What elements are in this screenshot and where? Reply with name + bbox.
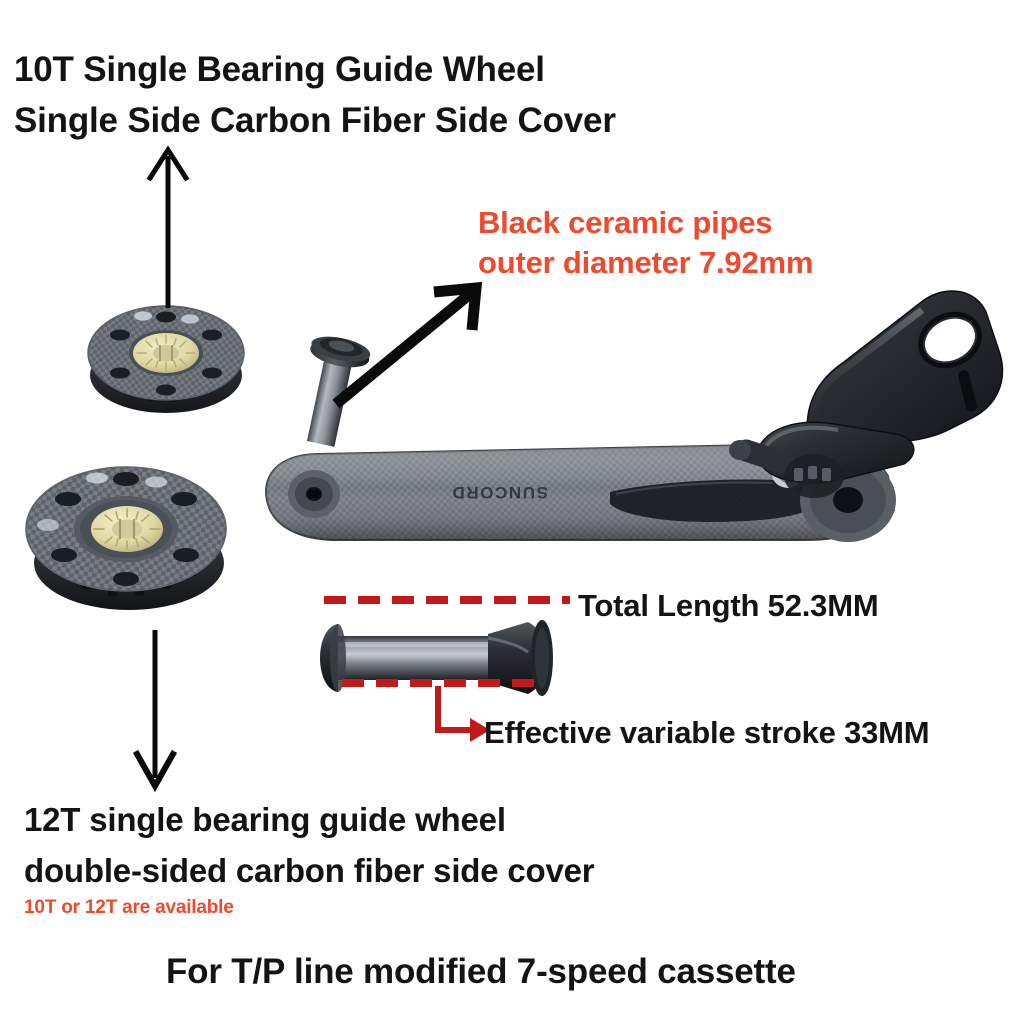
ceramic-pipe-annotation-line-2: outer diameter 7.92mm xyxy=(478,245,814,280)
ceramic-pipe-standoff-image xyxy=(306,336,371,447)
pulley-wheel-10t-image xyxy=(87,305,245,413)
arrow-up-to-10t-wheel xyxy=(146,145,190,308)
arrow-down-to-12t-label xyxy=(132,630,178,793)
pulley-wheel-12t-image xyxy=(25,466,227,610)
title-line-2: Single Side Carbon Fiber Side Cover xyxy=(14,101,616,140)
ceramic-pipe-annotation-line-1: Black ceramic pipes xyxy=(478,205,773,240)
availability-note: 10T or 12T are available xyxy=(24,897,234,918)
title-line-1: 10T Single Bearing Guide Wheel xyxy=(14,50,545,89)
footer-note: For T/P line modified 7-speed cassette xyxy=(166,952,796,991)
sub-line-2: double-sided carbon fiber side cover xyxy=(24,852,595,889)
total-length-annotation: Total Length 52.3MM xyxy=(578,588,879,623)
total-length-dimension-line xyxy=(324,596,570,604)
derailleur-cage-assembly-image: SUNCORD xyxy=(264,290,1004,542)
cage-brand-logo: SUNCORD xyxy=(451,483,548,502)
sub-line-1: 12T single bearing guide wheel xyxy=(24,801,506,838)
effective-stroke-annotation: Effective variable stroke 33MM xyxy=(484,715,930,750)
ceramic-pipe-sample-image xyxy=(320,620,553,696)
